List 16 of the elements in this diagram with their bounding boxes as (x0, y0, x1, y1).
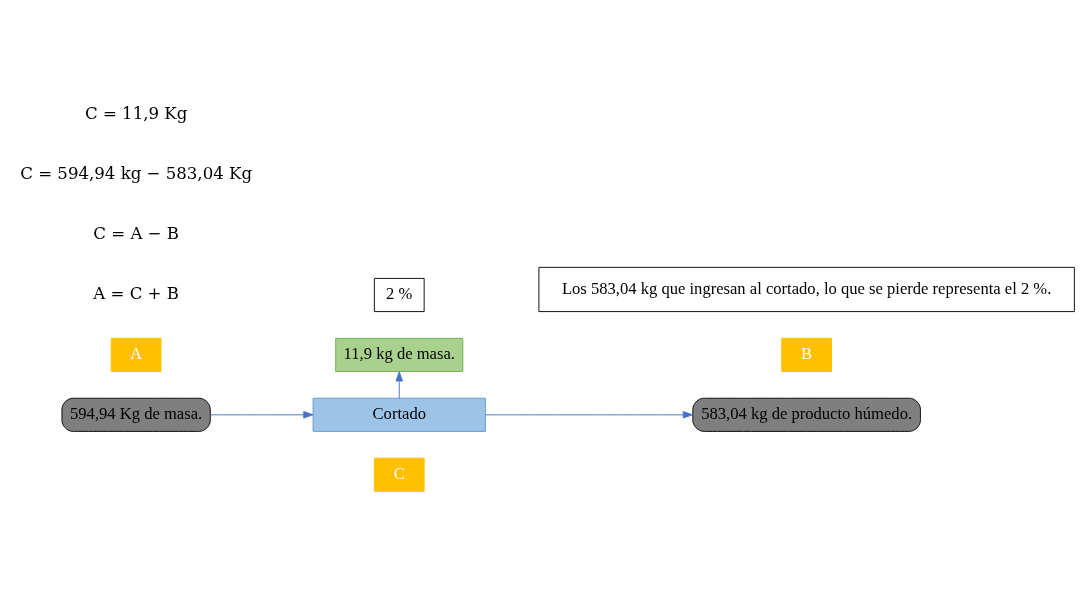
node-box: 2 % (373, 277, 425, 312)
arrow (210, 410, 314, 418)
node-box: C (373, 457, 425, 492)
node-box: A (110, 337, 162, 372)
arrow (485, 410, 693, 418)
node-box: B (781, 337, 832, 372)
label: C = 594,94 kg − 583,04 Kg (20, 163, 253, 183)
node-box: 594,94 Kg de masa. (61, 397, 211, 432)
arrow (395, 370, 403, 399)
label: A = C + B (93, 283, 179, 303)
node-box: Cortado (312, 397, 486, 432)
label: C = 11,9 Kg (84, 103, 188, 123)
node-box: 11,9 kg de masa. (335, 337, 464, 372)
node-box: 583,04 kg de producto húmedo. (692, 397, 921, 432)
label: C = A − B (93, 223, 179, 243)
node-box: Los 583,04 kg que ingresan al cortado, lo que se pierde representa el 2 %. (538, 266, 1075, 312)
